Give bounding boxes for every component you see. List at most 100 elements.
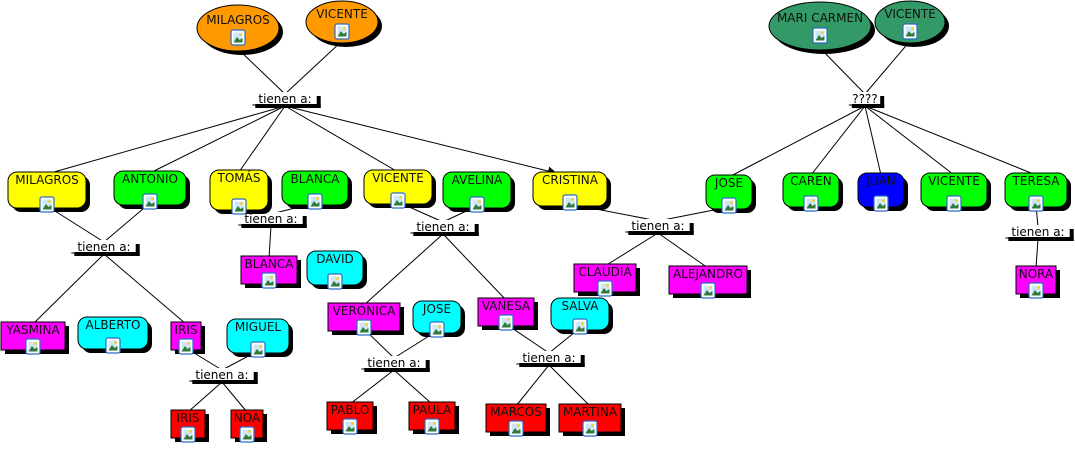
concept-martina[interactable]: MARTINA (558, 403, 625, 437)
picture-icon[interactable] (178, 338, 194, 355)
concept-yasmina[interactable]: YASMINA (0, 321, 69, 355)
picture-icon[interactable] (327, 273, 343, 290)
picture-icon[interactable] (334, 23, 350, 40)
concept-alberto[interactable]: ALBERTO (77, 316, 152, 354)
concept-avelina[interactable]: AVELINA (442, 171, 515, 213)
concept-iris2[interactable]: IRIS (170, 409, 209, 443)
concept-gp2[interactable]: VICENTE (305, 0, 382, 47)
link-phrases-layer: tienen a: tienen a: tienen a: tienen a: tien… (71, 92, 1074, 384)
picture-icon[interactable] (250, 341, 266, 358)
picture-icon[interactable] (25, 338, 41, 355)
concept-label: JOSE (714, 176, 743, 190)
concept-tomas[interactable]: TOMÁS (209, 169, 272, 215)
concept-caren[interactable]: CAREN (782, 172, 843, 212)
concept-gp3[interactable]: MARI CARMEN (768, 1, 875, 54)
picture-icon[interactable] (1028, 195, 1044, 212)
link-phrase[interactable]: tienen a: (625, 219, 694, 235)
concept-gp4[interactable]: VICENTE (874, 0, 949, 47)
picture-icon[interactable] (231, 198, 247, 215)
picture-icon[interactable] (902, 23, 918, 40)
picture-icon[interactable] (429, 321, 445, 338)
concept-alejandro[interactable]: ALEJANDRO (668, 265, 751, 299)
link-phrase-label: tienen a: (258, 92, 311, 106)
picture-icon[interactable] (572, 318, 588, 335)
concept-vicente1[interactable]: VICENTE (363, 169, 436, 209)
picture-icon[interactable] (508, 420, 524, 437)
concept-label: BLANCA (245, 257, 295, 271)
concept-label: CAREN (790, 174, 831, 188)
picture-icon[interactable] (307, 193, 323, 210)
link-phrase[interactable]: tienen a: (189, 368, 258, 384)
concept-antonio[interactable]: ANTONIO (113, 170, 190, 210)
picture-icon[interactable] (803, 195, 819, 212)
concept-marcos[interactable]: MARCOS (485, 403, 550, 437)
edge-gp2-l1 (284, 40, 343, 95)
concept-label: MARI CARMEN (777, 11, 863, 25)
picture-icon[interactable] (342, 418, 358, 435)
picture-icon[interactable] (39, 196, 55, 213)
picture-icon[interactable] (812, 27, 828, 44)
edge-antonio-l2 (103, 202, 151, 243)
concept-iris1[interactable]: IRIS (170, 321, 205, 355)
concept-label: VICENTE (884, 7, 936, 21)
concept-blanca1[interactable]: BLANCA (281, 170, 352, 210)
concept-noa[interactable]: NOA (230, 409, 267, 443)
picture-icon[interactable] (142, 193, 158, 210)
picture-icon[interactable] (239, 426, 255, 443)
concept-label: JUAN (865, 174, 896, 188)
concept-miguel[interactable]: MIGUEL (226, 318, 293, 358)
picture-icon[interactable] (498, 314, 514, 331)
concept-david[interactable]: DAVID (306, 250, 367, 290)
concept-blanca2[interactable]: BLANCA (240, 255, 301, 289)
concept-jose1[interactable]: JOSE (412, 300, 465, 338)
edge-l9-teresa (864, 105, 1037, 176)
picture-icon[interactable] (230, 29, 246, 46)
concept-milagros[interactable]: MILAGROS (7, 171, 90, 213)
concept-label: NOA (234, 411, 261, 425)
picture-icon[interactable] (721, 197, 737, 214)
concept-claudia[interactable]: CLAUDIA (573, 263, 640, 297)
concept-label: MIGUEL (235, 320, 282, 334)
concept-label: PAULA (413, 403, 452, 417)
picture-icon[interactable] (597, 280, 613, 297)
concept-veronica[interactable]: VERÓNICA (327, 302, 404, 336)
link-phrase[interactable]: tienen a: (361, 356, 430, 372)
concept-paula[interactable]: PAULA (408, 401, 459, 435)
link-phrase[interactable]: tienen a: (516, 351, 585, 367)
picture-icon[interactable] (390, 192, 406, 209)
picture-icon[interactable] (105, 337, 121, 354)
concept-nora[interactable]: NORA (1015, 265, 1060, 299)
picture-icon[interactable] (562, 194, 578, 211)
concept-vicente2[interactable]: VICENTE (920, 172, 991, 212)
edge-l5-veronica (363, 233, 444, 306)
picture-icon[interactable] (1028, 282, 1044, 299)
concept-juan[interactable]: JUAN (857, 172, 908, 212)
concept-label: TOMÁS (217, 170, 261, 185)
concept-cristina[interactable]: CRISTINA (532, 171, 611, 211)
picture-icon[interactable] (873, 195, 889, 212)
link-phrase[interactable]: tienen a: (238, 212, 307, 228)
edge-l1-cristina (284, 105, 557, 176)
edge-l8-claudia (604, 232, 659, 267)
concept-vanesa[interactable]: VANESA (477, 297, 538, 331)
concept-jose2[interactable]: JOSE (705, 174, 756, 214)
concept-teresa[interactable]: TERESA (1004, 172, 1071, 212)
link-phrase[interactable]: ???? (848, 92, 885, 108)
concept-label: VERÓNICA (333, 303, 396, 318)
link-phrase[interactable]: tienen a: (1005, 225, 1074, 241)
concept-salva[interactable]: SALVA (550, 297, 613, 335)
picture-icon[interactable] (946, 195, 962, 212)
picture-icon[interactable] (469, 196, 485, 213)
picture-icon[interactable] (261, 272, 277, 289)
concept-pablo[interactable]: PABLO (326, 401, 377, 435)
link-phrase[interactable]: tienen a: (252, 92, 321, 108)
picture-icon[interactable] (700, 282, 716, 299)
picture-icon[interactable] (582, 420, 598, 437)
link-phrase[interactable]: tienen a: (410, 220, 479, 236)
picture-icon[interactable] (180, 426, 196, 443)
picture-icon[interactable] (356, 319, 372, 336)
concept-gp1[interactable]: MILAGROS (196, 4, 283, 55)
concept-label: YASMINA (5, 323, 60, 337)
link-phrase[interactable]: tienen a: (71, 240, 140, 256)
picture-icon[interactable] (424, 418, 440, 435)
